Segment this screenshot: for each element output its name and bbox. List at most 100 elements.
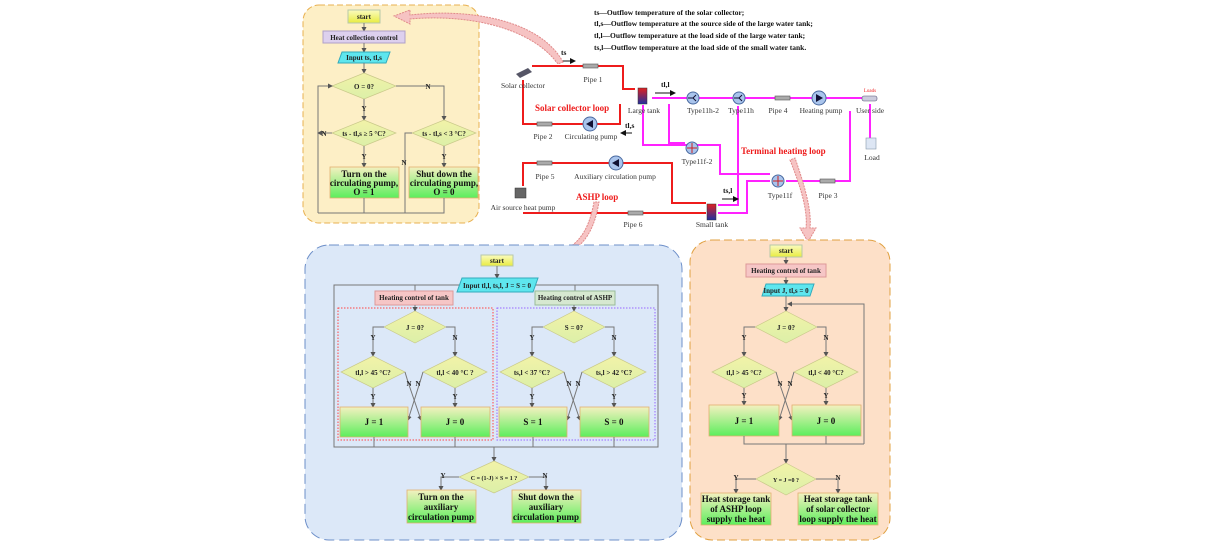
system-components-pipe5-label: Pipe 5: [536, 172, 555, 181]
flow2-n-label: N: [452, 334, 457, 342]
system-components-aux_pump-label: Auxiliary circulation pump: [574, 172, 656, 181]
system-components-pipe6-label: Pipe 6: [624, 220, 643, 229]
flow2-s1-label: S = 1: [523, 417, 543, 427]
flow2-ds-label: S = 0?: [565, 324, 584, 332]
legend-0-symbol-label: ts: [594, 8, 599, 17]
flow3-n-label: N: [835, 474, 840, 482]
system-components-small_tank-label: Small tank: [696, 220, 729, 229]
legend-1-text-label: —Outflow temperature at the source side …: [602, 19, 813, 28]
flow2-c4-label: ts,l > 42 °C?: [596, 369, 633, 377]
system-components-pipe4-label: Pipe 4: [769, 106, 788, 115]
pipe-4: [774, 95, 791, 101]
flow3-no-1-label: of solar collector: [806, 504, 870, 514]
system-schematic: Solar collector Pipe 1 Large tank Pipe 2…: [491, 48, 885, 229]
flow2-n-label: N: [575, 380, 580, 388]
flow3-j1-label: J = 1: [735, 416, 754, 426]
flow1-on-2-label: O = 1: [353, 187, 375, 197]
flow2-off-0-label: Shut down the: [518, 492, 574, 502]
flow2-c2-label: tl,l < 40 °C ?: [436, 369, 474, 377]
decision-off-label: ts - tl,s < 3 °C?: [422, 130, 466, 138]
flow2-tank_ctrl-label: Heating control of tank: [379, 294, 449, 302]
flow2-n-label: N: [566, 380, 571, 388]
flow2-j0-label: J = 0: [446, 417, 465, 427]
flow2-y-label: Y: [529, 393, 534, 401]
flow3-n-label: N: [777, 380, 782, 388]
system-components-solar_collector-label: Solar collector: [501, 81, 545, 90]
arrow-to-panel3: [789, 157, 817, 244]
system-flow_labels-tls-label: tl,s: [625, 121, 634, 130]
flow3-dy-label: Y = J =0 ?: [773, 478, 799, 484]
tank-heating-flowchart: start Heating control of tank Input J, t…: [689, 239, 891, 541]
system-components-type11h-label: Type11h: [728, 106, 754, 115]
flow2-off-1-label: auxiliary: [529, 502, 564, 512]
system-flow_labels-tsl-label: ts,l: [723, 186, 732, 195]
legend-1-symbol-label: tl,s: [594, 19, 603, 28]
system-flow_labels-ts-label: ts: [561, 48, 566, 57]
flow3-n-label: N: [823, 334, 828, 342]
flow2-y-label: Y: [529, 334, 534, 342]
system-components-pipe1-label: Pipe 1: [584, 75, 603, 84]
flow1-off-1-label: circulating pump,: [410, 178, 478, 188]
system-components-large_tank-label: Large tank: [628, 106, 660, 115]
flow2-n-label: N: [406, 380, 411, 388]
flow1-on-1-label: circulating pump,: [330, 178, 398, 188]
flow2-on-0-label: Turn on the: [418, 492, 463, 502]
terminal-loop-label: Terminal heating loop: [741, 146, 826, 156]
n-label: N: [425, 83, 430, 91]
n-label: N: [401, 159, 406, 167]
legend-2-text-label: —Outflow temperature at the load side of…: [602, 31, 806, 40]
svg-text:tl,l—Outflow temperature at th: tl,l—Outflow temperature at the load sid…: [594, 31, 805, 40]
y-label: Y: [361, 105, 366, 113]
large-tank-icon: [637, 87, 648, 105]
pipe-3: [819, 178, 836, 184]
legend-3-symbol-label: ts,l: [594, 43, 603, 52]
flow3-no-0-label: Heat storage tank: [804, 494, 873, 504]
svg-text:ts—Outflow temperature of the: ts—Outflow temperature of the solar coll…: [594, 8, 744, 17]
n-label: N: [321, 130, 326, 138]
flow3-yes-1-label: of ASHP loop: [710, 504, 762, 514]
input-label: Input ts, tl,s: [346, 54, 382, 62]
flow2-n-label: N: [415, 380, 420, 388]
flow3-dj-label: J = 0?: [777, 324, 795, 332]
flow2-dj-label: J = 0?: [406, 324, 424, 332]
flow2-j1-label: J = 1: [365, 417, 384, 427]
flow1-on-0-label: Turn on the: [341, 169, 386, 179]
flow2-on-2-label: circulation pump: [408, 512, 474, 522]
system-components-heating_pump-label: Heating pump: [800, 106, 843, 115]
small-tank-icon: [706, 203, 717, 221]
system-components-type11f-label: Type11f: [768, 191, 793, 200]
flow3-c2-label: tl,l < 40 °C?: [808, 369, 844, 377]
flow2-off-2-label: circulation pump: [513, 512, 579, 522]
ashp-icon: [514, 187, 527, 199]
flow1-off-2-label: O = 0: [433, 187, 455, 197]
flow3-input-label: Input J, tl,s = 0: [763, 287, 809, 295]
flow2-on-1-label: auxiliary: [424, 502, 459, 512]
solar-collector-icon: [516, 68, 532, 78]
svg-text:tl,s—Outflow temperature at th: tl,s—Outflow temperature at the source s…: [594, 19, 813, 28]
user-side-icon: [861, 95, 878, 102]
flow3-y-label: Y: [741, 392, 746, 400]
flow2-y-label: Y: [440, 472, 445, 480]
flow3-y-label: Y: [741, 334, 746, 342]
flow3-y-label: Y: [733, 474, 738, 482]
pipe-2: [536, 121, 553, 127]
decision-o-label: O = 0?: [354, 83, 374, 91]
system-components-pipe3-label: Pipe 3: [819, 191, 838, 200]
decision-on-label: ts - tl,s ≥ 5 °C?: [342, 130, 386, 138]
pipe-6: [627, 210, 644, 216]
pipe-5: [536, 160, 553, 166]
flow3-no-2-label: loop supply the heat: [799, 514, 876, 524]
system-components-pipe2-label: Pipe 2: [534, 132, 553, 141]
start-label: start: [357, 13, 372, 21]
ashp-loop-label: ASHP loop: [576, 192, 618, 202]
system-components-loads-label: Loads: [864, 89, 876, 94]
flow1-off-0-label: Shut down the: [416, 169, 472, 179]
flow2-s0-label: S = 0: [604, 417, 624, 427]
legend: ts—Outflow temperature of the solar coll…: [594, 8, 813, 52]
flow2-input-label: Input tl,l, ts,l, J = S = 0: [463, 282, 532, 290]
aux-pump-flowchart: start Input tl,l, ts,l, J = S = 0 Heatin…: [304, 244, 683, 541]
system-components-ashp-label: Air source heat pump: [491, 203, 556, 212]
y-label: Y: [441, 153, 446, 161]
legend-2-symbol-label: tl,l: [594, 31, 603, 40]
